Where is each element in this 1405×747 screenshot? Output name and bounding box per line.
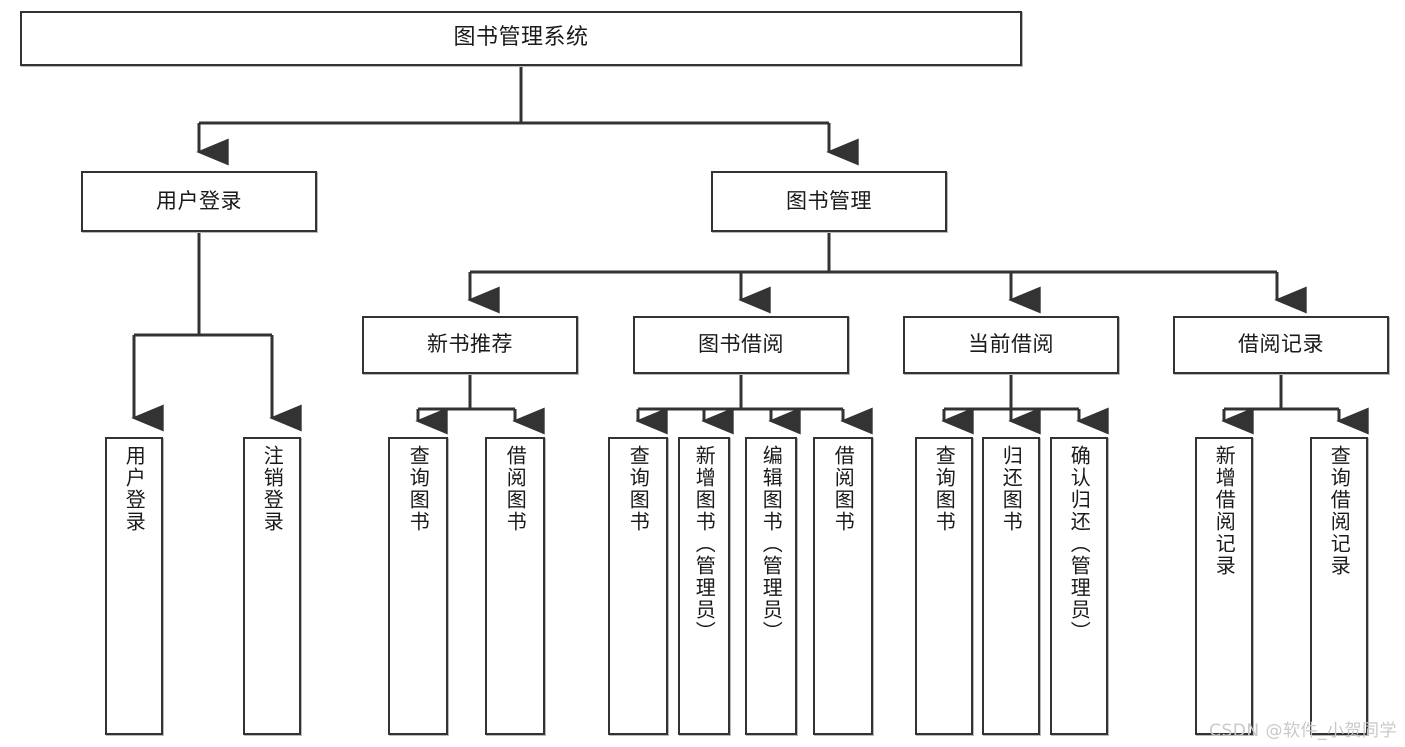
node-leaf-add-book-label: 新增图书（管理员） bbox=[692, 445, 717, 643]
node-new-book-rec[interactable]: 新书推荐 bbox=[362, 316, 578, 374]
node-leaf-edit-book-label: 编辑图书（管理员） bbox=[759, 445, 784, 643]
node-leaf-confirm-return[interactable]: 确认归还（管理员） bbox=[1050, 437, 1108, 735]
node-leaf-edit-book[interactable]: 编辑图书（管理员） bbox=[745, 437, 797, 735]
node-leaf-borrow-book-2[interactable]: 借阅图书 bbox=[813, 437, 873, 735]
node-borrow-record[interactable]: 借阅记录 bbox=[1173, 316, 1389, 374]
node-new-book-rec-label: 新书推荐 bbox=[427, 332, 513, 357]
node-root[interactable]: 图书管理系统 bbox=[20, 11, 1022, 66]
node-leaf-query-book-3[interactable]: 查询图书 bbox=[915, 437, 973, 735]
node-root-label: 图书管理系统 bbox=[453, 25, 589, 51]
node-leaf-return-book[interactable]: 归还图书 bbox=[982, 437, 1040, 735]
node-leaf-user-logout-label: 注销登录 bbox=[260, 445, 285, 533]
node-leaf-confirm-return-label: 确认归还（管理员） bbox=[1067, 445, 1092, 643]
node-book-borrow[interactable]: 图书借阅 bbox=[633, 316, 849, 374]
watermark-text: CSDN @软件_小贺同学 bbox=[1209, 721, 1397, 741]
node-user-login-label: 用户登录 bbox=[156, 188, 242, 213]
node-book-manage[interactable]: 图书管理 bbox=[711, 171, 947, 232]
node-leaf-add-record-label: 新增借阅记录 bbox=[1212, 445, 1237, 577]
node-leaf-add-book[interactable]: 新增图书（管理员） bbox=[678, 437, 730, 735]
node-leaf-query-record[interactable]: 查询借阅记录 bbox=[1310, 437, 1368, 735]
node-leaf-query-book-1[interactable]: 查询图书 bbox=[388, 437, 448, 735]
node-leaf-query-book-1-label: 查询图书 bbox=[406, 445, 431, 533]
node-leaf-user-login[interactable]: 用户登录 bbox=[105, 437, 163, 735]
node-leaf-borrow-book-2-label: 借阅图书 bbox=[831, 445, 856, 533]
node-leaf-query-record-label: 查询借阅记录 bbox=[1327, 445, 1352, 577]
node-leaf-borrow-book-1-label: 借阅图书 bbox=[503, 445, 528, 533]
node-book-borrow-label: 图书借阅 bbox=[698, 332, 784, 357]
node-leaf-user-logout[interactable]: 注销登录 bbox=[243, 437, 301, 735]
node-current-borrow[interactable]: 当前借阅 bbox=[903, 316, 1119, 374]
node-book-manage-label: 图书管理 bbox=[786, 188, 872, 213]
node-user-login[interactable]: 用户登录 bbox=[81, 171, 317, 232]
node-leaf-query-book-2[interactable]: 查询图书 bbox=[608, 437, 668, 735]
node-leaf-borrow-book-1[interactable]: 借阅图书 bbox=[485, 437, 545, 735]
node-leaf-query-book-2-label: 查询图书 bbox=[626, 445, 651, 533]
node-leaf-user-login-label: 用户登录 bbox=[122, 445, 147, 533]
node-current-borrow-label: 当前借阅 bbox=[968, 332, 1054, 357]
node-borrow-record-label: 借阅记录 bbox=[1238, 332, 1324, 357]
node-leaf-return-book-label: 归还图书 bbox=[999, 445, 1024, 533]
node-leaf-add-record[interactable]: 新增借阅记录 bbox=[1195, 437, 1253, 735]
node-leaf-query-book-3-label: 查询图书 bbox=[932, 445, 957, 533]
